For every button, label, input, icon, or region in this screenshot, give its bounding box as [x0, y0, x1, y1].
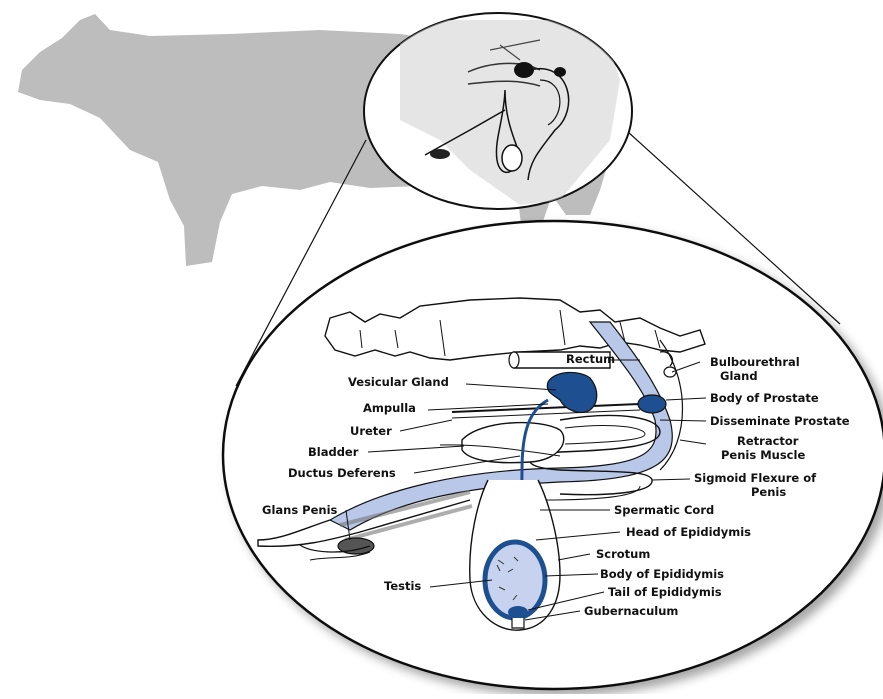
- label-tail-of-epididymis: Tail of Epididymis: [608, 585, 722, 599]
- label-rectum: Rectum: [566, 352, 615, 366]
- bulbourethral-gland: [664, 367, 676, 377]
- tail-of-epididymis: [508, 606, 528, 618]
- label-retractor-line2: Penis Muscle: [721, 448, 805, 462]
- label-bulbourethral-line1: Bulbourethral: [710, 355, 800, 369]
- label-retractor-line1: Retractor: [737, 434, 799, 448]
- label-glans-penis: Glans Penis: [262, 503, 338, 517]
- label-vesicular-gland: Vesicular Gland: [348, 375, 449, 389]
- label-sigmoid-line2: Penis: [751, 485, 786, 499]
- label-ureter: Ureter: [350, 424, 392, 438]
- label-scrotum: Scrotum: [596, 547, 650, 561]
- label-body-of-prostate: Body of Prostate: [710, 391, 819, 405]
- label-ductus-deferens: Ductus Deferens: [288, 466, 396, 480]
- label-gubernaculum: Gubernaculum: [584, 604, 678, 618]
- label-head-of-epididymis: Head of Epididymis: [626, 525, 751, 539]
- label-spermatic-cord: Spermatic Cord: [614, 503, 714, 517]
- label-body-of-epididymis: Body of Epididymis: [600, 567, 724, 581]
- label-bladder: Bladder: [308, 445, 359, 459]
- label-bulbourethral-line2: Gland: [720, 369, 758, 383]
- label-sigmoid-line1: Sigmoid Flexure of: [694, 471, 817, 485]
- label-disseminate-prostate: Disseminate Prostate: [710, 414, 850, 428]
- label-ampulla: Ampulla: [363, 401, 416, 415]
- label-testis: Testis: [384, 579, 421, 593]
- small-inset: [364, 13, 632, 209]
- gubernaculum: [512, 618, 524, 628]
- body-of-prostate: [638, 395, 666, 413]
